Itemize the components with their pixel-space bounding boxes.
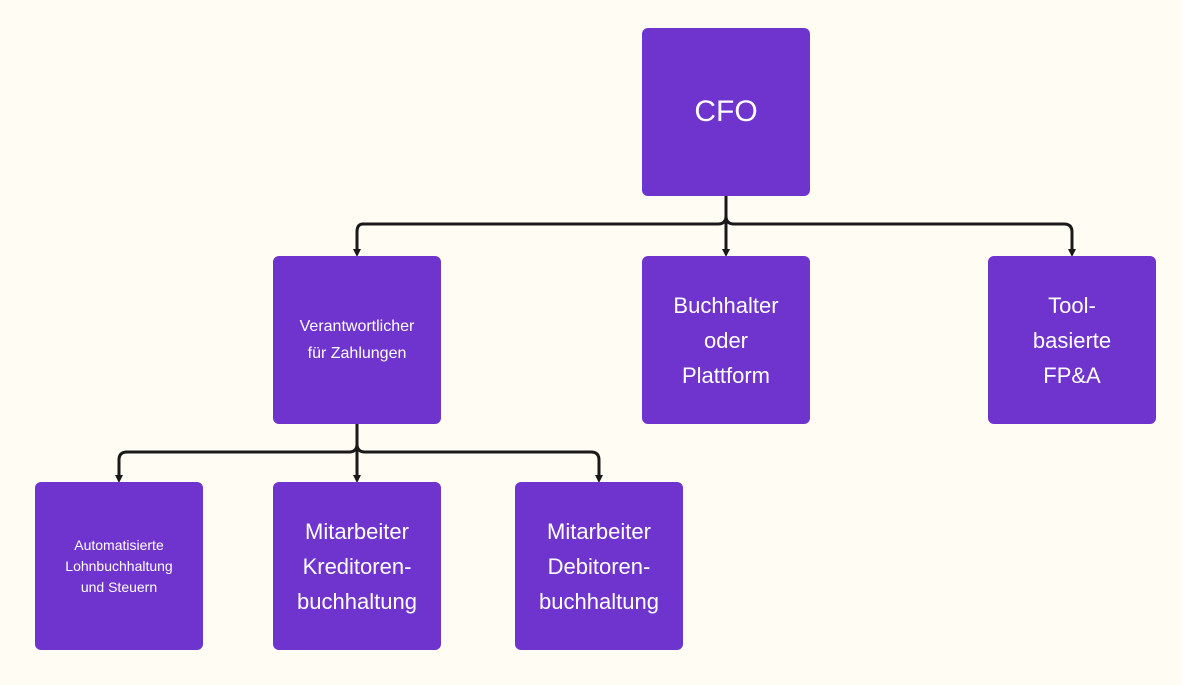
node-fpa: Tool- basierte FP&A	[988, 256, 1156, 424]
node-payroll: Automatisierte Lohnbuchhaltung und Steue…	[35, 482, 203, 650]
connector-payments-lead-to-payroll	[115, 424, 359, 483]
node-cfo-label: CFO	[694, 95, 758, 128]
node-ap-clerk-label: Mitarbeiter Kreditoren- buchhaltung	[297, 518, 417, 614]
node-ap-clerk: Mitarbeiter Kreditoren- buchhaltung	[273, 482, 441, 650]
connector-cfo-to-fpa	[724, 196, 1076, 257]
node-fpa-label: Tool- basierte FP&A	[1032, 292, 1112, 388]
connector-cfo-to-payments-lead	[353, 196, 728, 257]
connector-payments-lead-to-ar-clerk	[355, 424, 603, 483]
node-ar-clerk-label: Mitarbeiter Debitoren- buchhaltung	[539, 518, 659, 614]
node-cfo: CFO	[642, 28, 810, 196]
node-payments-lead: Verantwortlicher für Zahlungen	[273, 256, 441, 424]
node-ar-clerk: Mitarbeiter Debitoren- buchhaltung	[515, 482, 683, 650]
node-payments-lead-label: Verantwortlicher für Zahlungen	[299, 318, 415, 362]
node-accountant: Buchhalter oder Plattform	[642, 256, 810, 424]
node-payroll-label: Automatisierte Lohnbuchhaltung und Steue…	[65, 536, 173, 595]
node-accountant-label: Buchhalter oder Plattform	[673, 292, 779, 388]
